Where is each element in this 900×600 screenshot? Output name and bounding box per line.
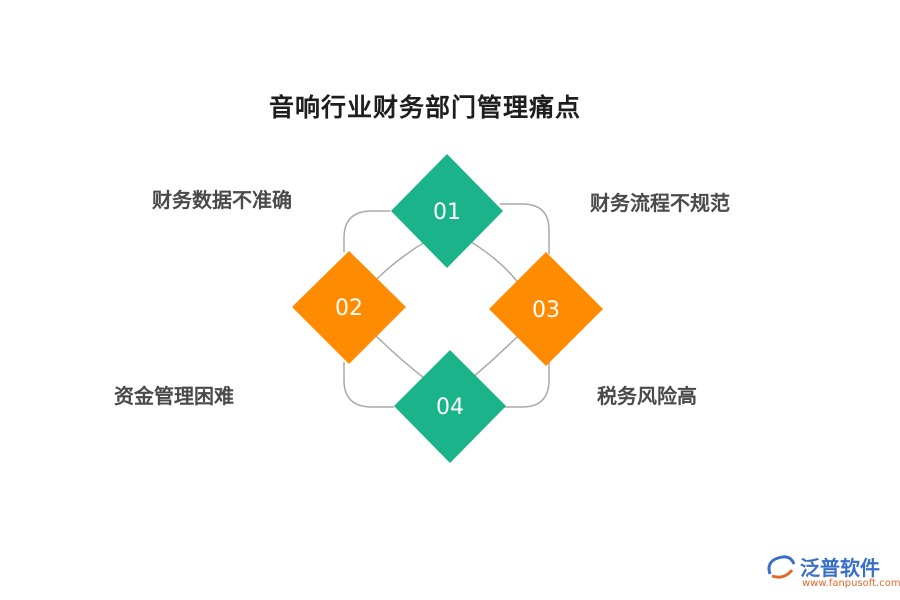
diamond-02-number: 02 bbox=[335, 296, 363, 321]
diagram-title: 音响行业财务部门管理痛点 bbox=[268, 93, 581, 122]
outer-arc-top-right bbox=[500, 203, 550, 254]
label-04: 税务风险高 bbox=[597, 384, 697, 408]
outer-arc-top-left bbox=[343, 210, 390, 252]
label-03: 财务流程不规范 bbox=[590, 191, 730, 215]
diamond-03-number: 03 bbox=[532, 298, 560, 323]
diamond-02 bbox=[292, 251, 406, 364]
label-01: 财务数据不准确 bbox=[152, 188, 292, 212]
inner-curve-bottom-left bbox=[369, 329, 425, 379]
outer-arc-bottom-right bbox=[504, 362, 550, 408]
inner-curve-top-left bbox=[369, 239, 429, 287]
diamond-01 bbox=[391, 154, 503, 268]
fanpu-logo-icon bbox=[767, 555, 796, 579]
logo-url: www.fanpusoft.com bbox=[802, 578, 900, 589]
logo-name: 泛普软件 bbox=[800, 556, 880, 580]
inner-curve-top-right bbox=[467, 239, 523, 289]
label-02: 资金管理困难 bbox=[114, 384, 234, 408]
outer-arc-bottom-left bbox=[343, 362, 394, 408]
inner-curve-bottom-right bbox=[471, 331, 523, 379]
diamond-03 bbox=[489, 252, 603, 366]
diamond-01-number: 01 bbox=[433, 200, 461, 225]
diamond-04 bbox=[394, 350, 506, 463]
diamond-04-number: 04 bbox=[436, 395, 464, 420]
